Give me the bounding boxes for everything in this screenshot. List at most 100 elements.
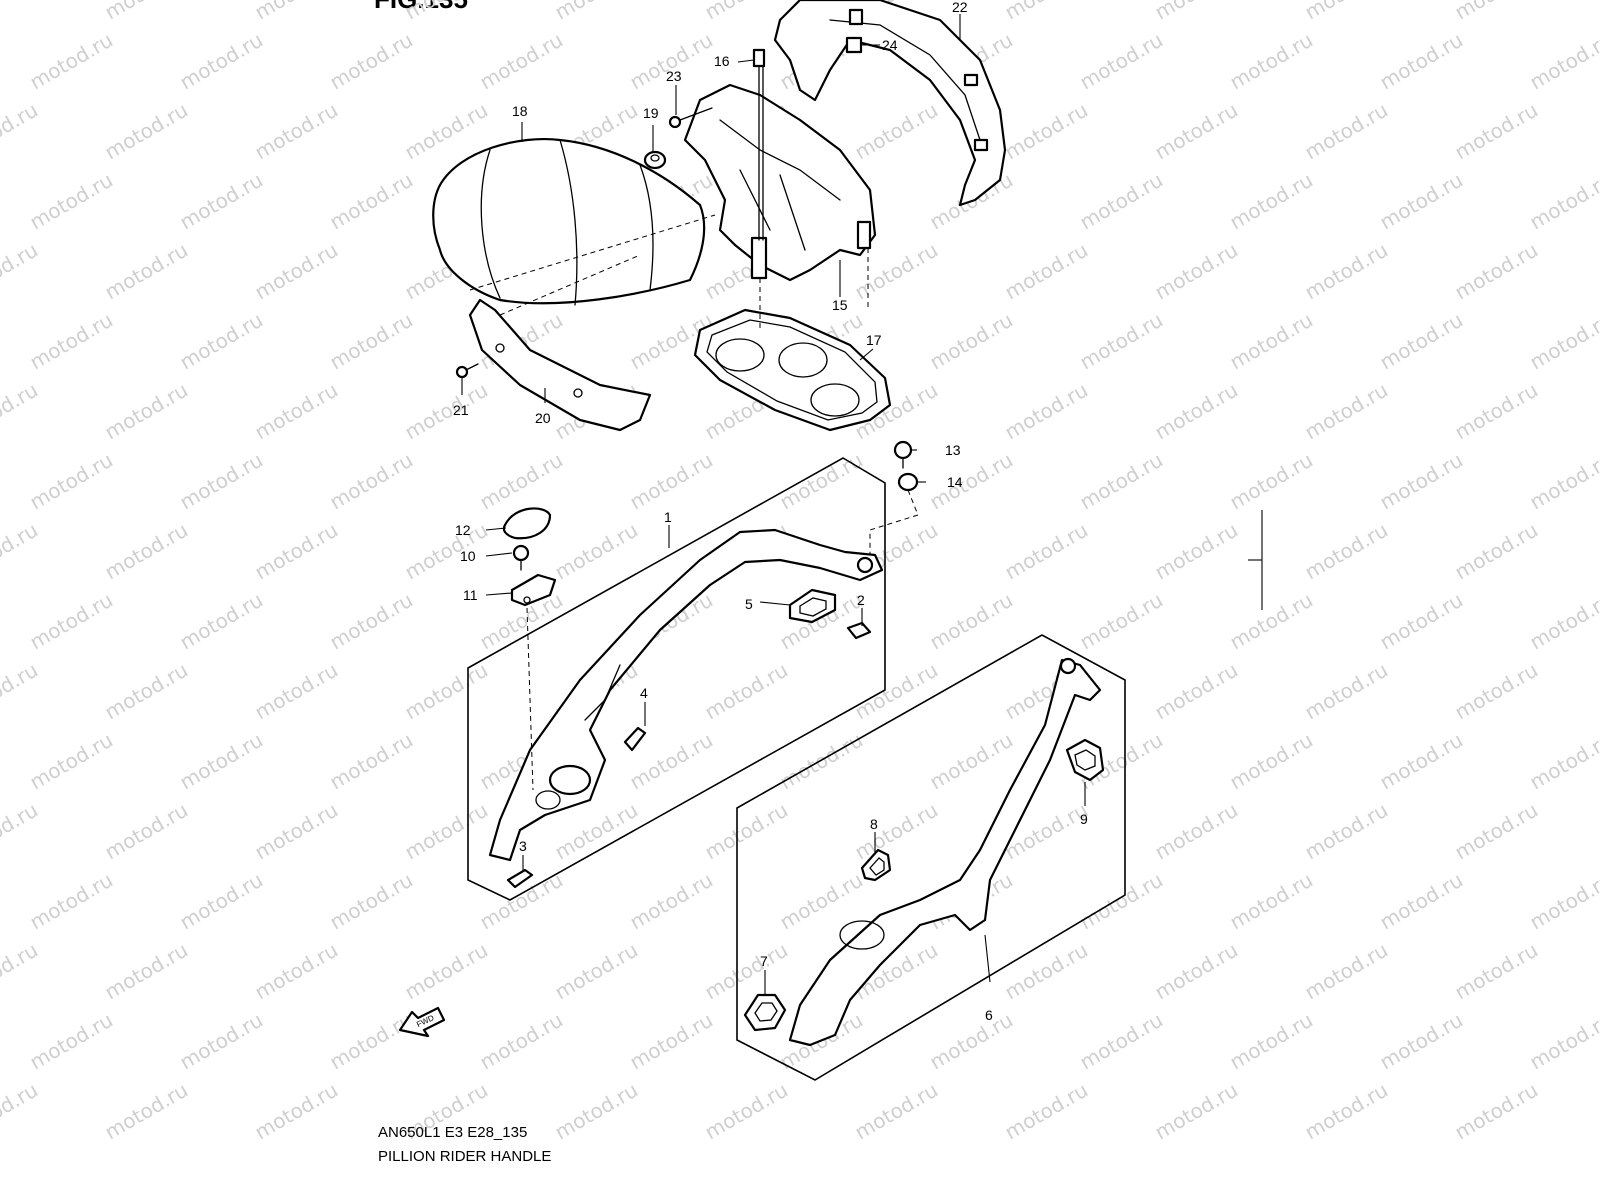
watermark-text: motod.ru <box>1001 1078 1092 1145</box>
left-handle-group-box <box>467 457 886 901</box>
watermark-text: motod.ru <box>1226 168 1317 235</box>
watermark-text: motod.ru <box>1076 868 1167 935</box>
callout-20: 20 <box>535 410 551 426</box>
watermark-text: motod.ru <box>101 98 192 165</box>
watermark-text: motod.ru <box>26 448 117 515</box>
callout-10: 10 <box>460 548 476 564</box>
watermark-text: motod.ru <box>251 378 342 445</box>
watermark-text: motod.ru <box>1301 238 1392 305</box>
figure-label: FIG.135 <box>374 0 468 15</box>
watermark-text: motod.ru <box>1076 1008 1167 1075</box>
watermark-text: motod.ru <box>1226 728 1317 795</box>
watermark-text: motod.ru <box>401 0 492 24</box>
watermark-text: motod.ru <box>701 798 792 865</box>
watermark-text: motod.ru <box>626 1008 717 1075</box>
watermark-text: motod.ru <box>0 518 42 585</box>
bolt-13-part <box>893 440 913 469</box>
watermark-text: motod.ru <box>776 868 867 935</box>
watermark-text: motod.ru <box>1301 98 1392 165</box>
cushion-19-part <box>643 150 667 170</box>
watermark-text: motod.ru <box>1526 448 1600 515</box>
watermark-text: motod.ru <box>701 658 792 725</box>
watermark-text: motod.ru <box>176 308 267 375</box>
watermark-text: motod.ru <box>1151 938 1242 1005</box>
callout-14: 14 <box>947 474 963 490</box>
callout-2: 2 <box>857 592 865 608</box>
watermark-text: motod.ru <box>1226 868 1317 935</box>
watermark-text: motod.ru <box>1526 28 1600 95</box>
watermark-text: motod.ru <box>851 798 942 865</box>
watermark-text: motod.ru <box>176 168 267 235</box>
watermark-text: motod.ru <box>0 658 42 725</box>
watermark-text: motod.ru <box>251 798 342 865</box>
callout-8: 8 <box>870 816 878 832</box>
watermark-text: motod.ru <box>26 308 117 375</box>
figure-title-caption: PILLION RIDER HANDLE <box>378 1148 552 1165</box>
cap-12-part <box>502 507 552 540</box>
clip-24-part <box>845 8 864 54</box>
watermark-text: motod.ru <box>1301 0 1392 24</box>
watermark-text: motod.ru <box>401 658 492 725</box>
watermark-text: motod.ru <box>326 588 417 655</box>
watermark-text: motod.ru <box>851 658 942 725</box>
watermark-text: motod.ru <box>176 728 267 795</box>
callout-11: 11 <box>463 587 478 603</box>
watermark-text: motod.ru <box>251 938 342 1005</box>
watermark-text: motod.ru <box>326 868 417 935</box>
watermark-text: motod.ru <box>1451 378 1542 445</box>
watermark-text: motod.ru <box>476 1008 567 1075</box>
watermark-text: motod.ru <box>926 1008 1017 1075</box>
watermark-text: motod.ru <box>26 728 117 795</box>
watermark-text: motod.ru <box>326 168 417 235</box>
watermark-text: motod.ru <box>101 798 192 865</box>
watermark-text: motod.ru <box>251 658 342 725</box>
watermark-text: motod.ru <box>1376 868 1467 935</box>
watermark-text: motod.ru <box>551 938 642 1005</box>
watermark-text: motod.ru <box>176 28 267 95</box>
watermark-text: motod.ru <box>26 588 117 655</box>
watermark-text: motod.ru <box>1151 1078 1242 1145</box>
watermark-text: motod.ru <box>1226 448 1317 515</box>
pad-3-part <box>506 868 534 889</box>
right-handle-group-box <box>736 634 1126 1081</box>
watermark-text: motod.ru <box>101 378 192 445</box>
model-code-caption: AN650L1 E3 E28_135 <box>378 1124 528 1141</box>
watermark-text: motod.ru <box>476 28 567 95</box>
watermark-text: motod.ru <box>776 448 867 515</box>
callout-9: 9 <box>1080 811 1088 827</box>
backrest-bracket-part <box>683 83 877 282</box>
watermark-text: motod.ru <box>101 0 192 24</box>
backrest-cover-part <box>468 298 652 432</box>
watermark-text: motod.ru <box>401 378 492 445</box>
watermark-text: motod.ru <box>0 0 42 24</box>
watermark-text: motod.ru <box>0 1078 42 1145</box>
watermark-text: motod.ru <box>1526 868 1600 935</box>
watermark-text: motod.ru <box>1151 238 1242 305</box>
callout-17: 17 <box>866 332 882 348</box>
watermark-text: motod.ru <box>551 518 642 585</box>
watermark-text: motod.ru <box>1076 448 1167 515</box>
watermark-text: motod.ru <box>926 308 1017 375</box>
callout-21: 21 <box>453 402 469 418</box>
callout-numbers: 1 2 3 4 5 6 7 8 9 10 11 12 13 14 15 16 1… <box>453 0 1088 1023</box>
watermark-text: motod.ru <box>101 938 192 1005</box>
screw-23-part <box>668 107 713 129</box>
watermark-text: motod.ru <box>1151 658 1242 725</box>
pillion-handle-1-part <box>488 528 884 862</box>
watermark-text: motod.ru <box>1226 28 1317 95</box>
watermark-text: motod.ru <box>251 518 342 585</box>
watermark-text: motod.ru <box>26 168 117 235</box>
watermark-text: motod.ru <box>0 238 42 305</box>
fwd-arrow-icon: FWD <box>398 1006 446 1038</box>
watermark-text: motod.ru <box>1076 308 1167 375</box>
watermark-text: motod.ru <box>0 798 42 865</box>
callout-12: 12 <box>455 522 471 538</box>
watermark-text: motod.ru <box>1451 98 1542 165</box>
watermark-text: motod.ru <box>1076 28 1167 95</box>
nut-14-part <box>897 472 919 492</box>
watermark-text: motod.ru <box>251 238 342 305</box>
watermark-text: motod.ru <box>1376 1008 1467 1075</box>
screw-21-part <box>455 363 479 379</box>
watermark-text: motod.ru <box>176 1008 267 1075</box>
